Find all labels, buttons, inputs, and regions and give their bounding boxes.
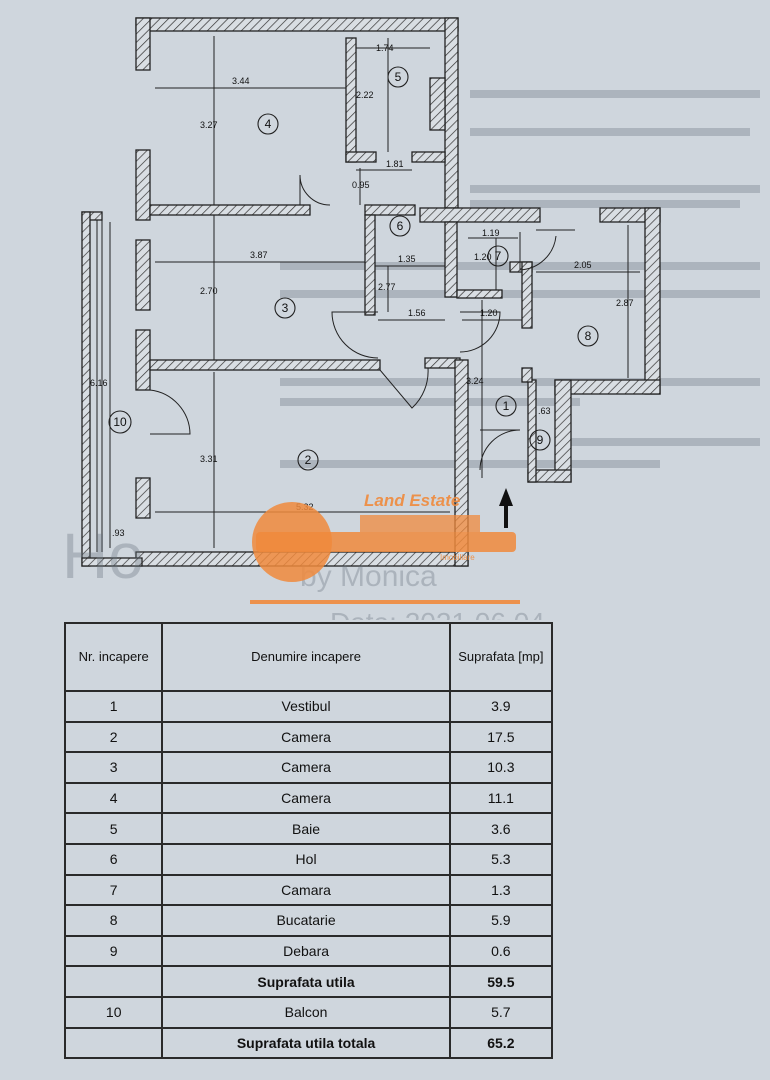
header-area: Suprafata [mp] [448,622,554,692]
cell-nr: 10 [63,995,164,1029]
cell-area: 65.2 [448,1026,554,1060]
cell-name: Camera [161,720,451,754]
cell-nr: 8 [63,904,164,937]
room-number: 5 [395,70,402,84]
dim-label: 1.74 [376,43,394,53]
cell-area: 11.1 [448,781,554,815]
cell-area: 0.6 [448,934,554,968]
logo-brand: Land Estate [364,491,460,510]
cell-nr: 7 [63,873,164,907]
dim-label: 3.24 [466,376,484,386]
room-number: 10 [113,415,127,429]
cell-name: Suprafata utila [161,965,451,998]
doors [149,174,575,471]
cell-nr: 1 [63,690,164,723]
cell-name: Baie [161,812,451,845]
logo-key-bar [256,532,516,552]
header-nr: Nr. incapere [63,622,164,692]
logo-tagline: Imobiliare [440,553,475,562]
dim-label: 3.87 [250,250,268,260]
cell-nr: 9 [63,934,164,968]
cell-area: 3.9 [448,690,554,723]
rooms-table-container: Nr. incapere Denumire incapere Suprafata… [63,622,554,1060]
dim-label: 2.70 [200,286,218,296]
cell-area: 10.3 [448,751,554,784]
floor-plan: 1.74 3.44 2.22 3.27 1.81 0.95 3.87 1.35 … [62,17,760,620]
cell-name: Bucatarie [161,904,451,937]
cell-area: 59.5 [448,965,554,998]
dim-label: 3.31 [200,454,218,464]
watermark: Ho by Monica Data: 2021.06.04 Land Estat… [62,491,545,620]
dim-label: 1.20 [480,308,498,318]
room-number: 2 [305,453,312,467]
cell-name: Suprafata utila totala [161,1026,451,1060]
dim-label: 1.56 [408,308,426,318]
dim-label: 1.20 [474,252,492,262]
dim-label: 3.27 [200,120,218,130]
header-name: Denumire incapere [161,622,451,692]
room-number: 7 [495,249,502,263]
dim-label: 3.44 [232,76,250,86]
cell-nr: 5 [63,812,164,845]
cell-nr [63,965,164,998]
room-number: 9 [537,433,544,447]
cell-nr: 4 [63,781,164,815]
stamp-date: Data: 2021.06.04 [330,607,545,620]
room-number: 4 [265,117,272,131]
cell-area: 5.7 [448,995,554,1029]
room-markers: 1 2 3 4 5 6 7 8 9 10 [108,66,599,471]
cell-nr [63,1026,164,1060]
dimension-labels: 1.74 3.44 2.22 3.27 1.81 0.95 3.87 1.35 … [90,43,634,538]
dim-label: 1.81 [386,159,404,169]
cell-nr: 2 [63,720,164,754]
north-arrow-icon [499,488,513,528]
logo-underline [250,600,520,604]
dim-label: 2.77 [378,282,396,292]
table-header-row: Nr. incapere Denumire incapere Suprafata… [63,622,554,692]
cell-name: Vestibul [161,690,451,723]
dim-label: 2.87 [616,298,634,308]
cell-area: 5.9 [448,904,554,937]
room-number: 8 [585,329,592,343]
rooms-table: Nr. incapere Denumire incapere Suprafata… [63,622,554,1060]
cell-area: 1.3 [448,873,554,907]
cell-area: 3.6 [448,812,554,845]
dim-label: 6.16 [90,378,108,388]
cell-name: Camera [161,751,451,784]
dim-label: 0.95 [352,180,370,190]
dim-label: 2.22 [356,90,374,100]
cell-name: Balcon [161,995,451,1029]
stamp-ghost-text: Ho [62,520,144,592]
cell-name: Hol [161,842,451,876]
room-number: 3 [282,301,289,315]
dim-label: 2.05 [574,260,592,270]
cell-name: Debara [161,934,451,968]
cell-name: Camara [161,873,451,907]
dim-label: 1.19 [482,228,500,238]
cell-area: 5.3 [448,842,554,876]
cell-nr: 6 [63,842,164,876]
dimension-lines [109,36,640,548]
room-number: 1 [503,399,510,413]
dim-label: .63 [538,406,551,416]
logo-skyline [360,515,480,532]
room-number: 6 [397,219,404,233]
cell-area: 17.5 [448,720,554,754]
dim-label: .93 [112,528,125,538]
cell-name: Camera [161,781,451,815]
dim-label: 1.35 [398,254,416,264]
cell-nr: 3 [63,751,164,784]
